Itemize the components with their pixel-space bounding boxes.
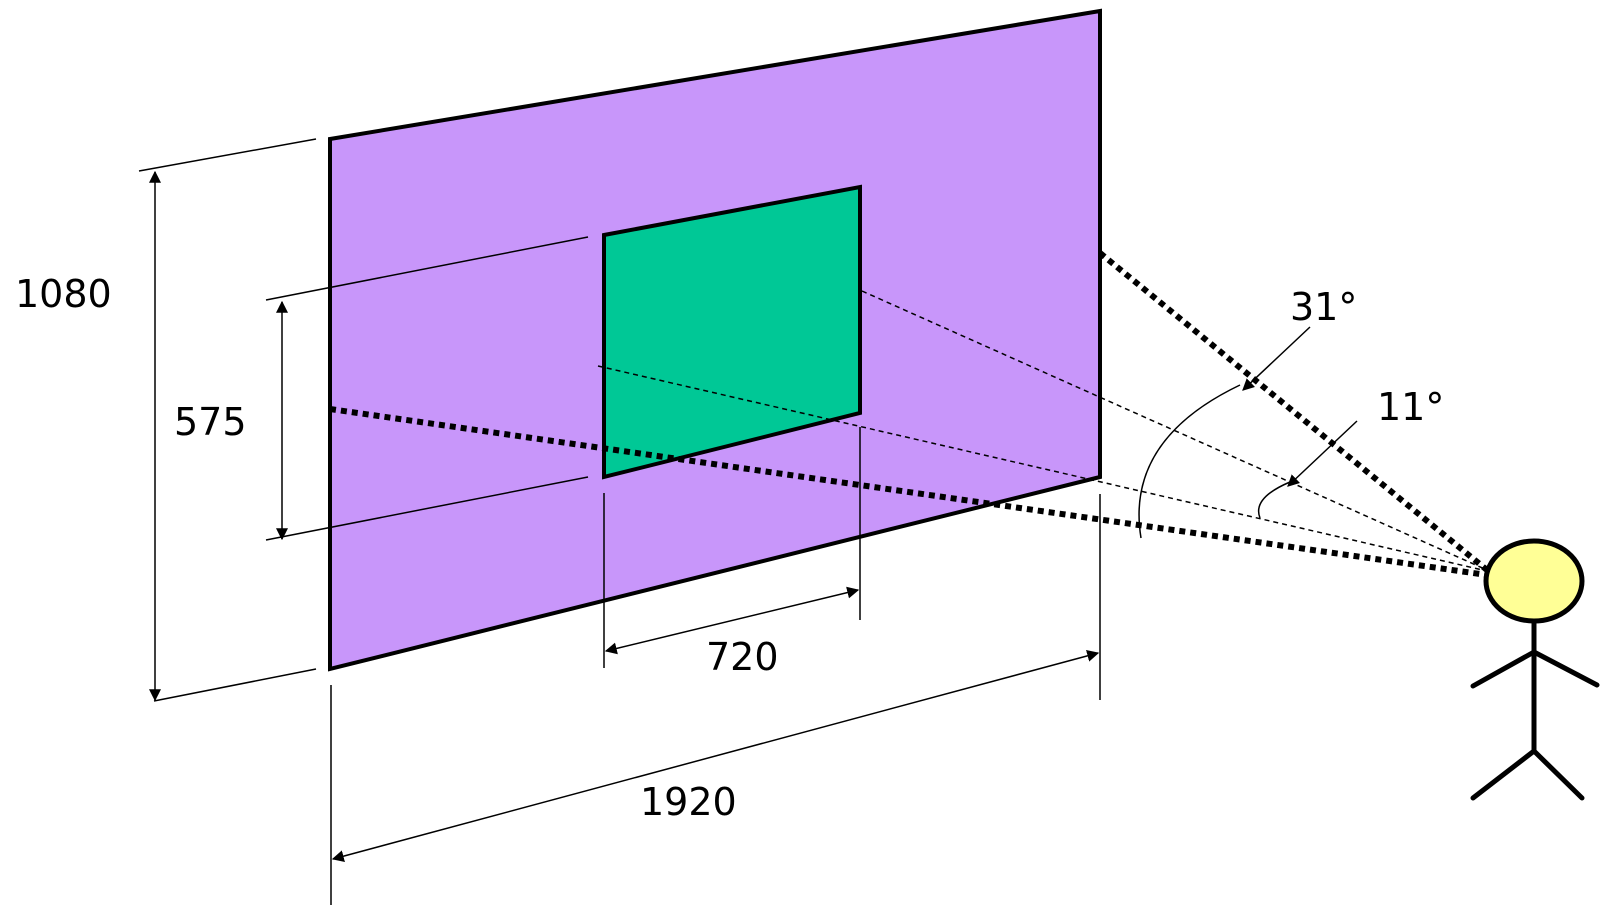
large-width-dimension-arrow xyxy=(331,650,1100,862)
viewer-figure xyxy=(1470,538,1600,801)
small-height-label: 575 xyxy=(174,400,247,444)
viewer-right-arm xyxy=(1531,649,1600,688)
angle-arc-small xyxy=(1257,481,1291,519)
angle-large-label: 31° xyxy=(1290,285,1357,329)
large-top-extension-line xyxy=(138,138,317,172)
sightline-small-bottom xyxy=(597,365,1488,572)
sightline-large-bottom xyxy=(329,406,1488,578)
viewer-left-arm xyxy=(1470,649,1537,689)
small-top-extension-line xyxy=(265,236,589,301)
small-bottom-extension-line xyxy=(265,476,589,541)
viewer-head xyxy=(1483,538,1585,624)
angle-leader-small xyxy=(1287,420,1358,487)
angle-small-label: 11° xyxy=(1377,385,1444,429)
viewer-right-leg xyxy=(1531,748,1585,801)
viewer-left-leg xyxy=(1470,748,1537,801)
large-bottom-extension-line xyxy=(153,668,317,702)
small-width-label: 720 xyxy=(706,635,779,679)
small-width-dimension-arrow xyxy=(604,586,860,655)
angle-leader-large xyxy=(1242,326,1311,391)
large-height-label: 1080 xyxy=(15,272,112,316)
large-width-label: 1920 xyxy=(640,780,737,824)
angle-arc-large xyxy=(1138,384,1241,539)
small-screen xyxy=(602,184,862,480)
